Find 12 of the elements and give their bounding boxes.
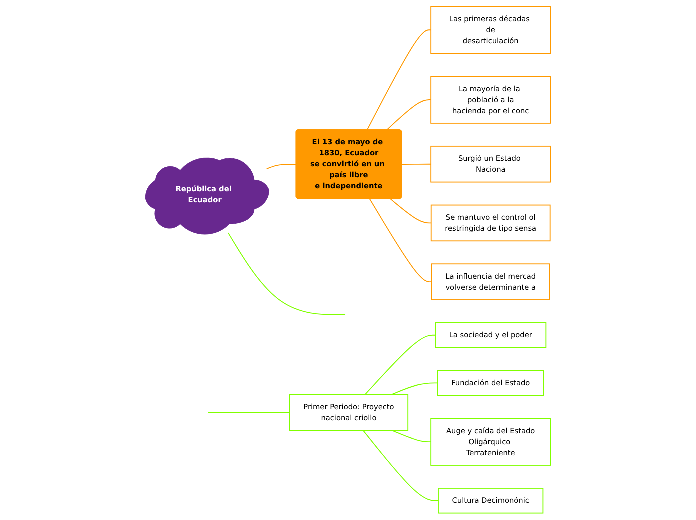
connector bbox=[390, 198, 432, 224]
connector bbox=[364, 334, 436, 396]
connector bbox=[401, 164, 432, 166]
connector bbox=[266, 164, 297, 170]
connector bbox=[208, 412, 290, 414]
connector bbox=[391, 382, 438, 396]
connector bbox=[366, 30, 432, 131]
connector bbox=[386, 100, 432, 131]
connector bbox=[362, 430, 439, 502]
connector bbox=[391, 430, 432, 442]
connector bbox=[369, 198, 432, 283]
connector bbox=[228, 232, 346, 316]
